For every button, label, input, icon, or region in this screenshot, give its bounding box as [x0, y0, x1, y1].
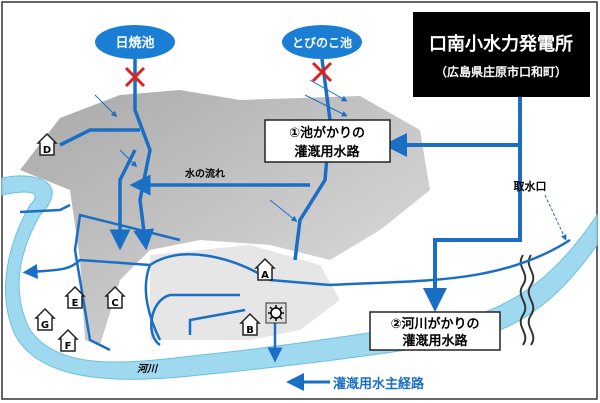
house-b: B — [239, 312, 261, 336]
intake-label: 取水口 — [514, 179, 547, 193]
river-channels — [19, 203, 571, 363]
blocked-x-icon — [124, 66, 146, 88]
intake-pointer — [544, 194, 567, 241]
generator-icon — [265, 302, 287, 324]
power-station-box — [413, 12, 590, 97]
house-d: D — [36, 132, 58, 156]
break-mark — [519, 254, 527, 346]
house-a: A — [254, 257, 276, 281]
house-label: E — [72, 298, 79, 309]
pond-channel-label: 灌漑用水路 — [294, 144, 360, 160]
river-label: 河川 — [137, 363, 159, 375]
house-label: D — [43, 145, 51, 156]
flow-hints — [94, 79, 348, 222]
house-c: C — [104, 285, 126, 309]
pond-channel-label-box — [264, 119, 391, 163]
pond-label: 日焼池 — [115, 35, 154, 51]
water-flow-label: 水の流れ — [184, 167, 225, 180]
house-label: F — [65, 341, 72, 352]
valley-floor — [150, 245, 340, 340]
house-label: G — [41, 320, 49, 331]
house-f: F — [57, 328, 79, 352]
house-g: G — [34, 307, 56, 331]
river-channel-label: 灌漑用水路 — [402, 333, 468, 349]
pond-channel-label: ①池がかりの — [289, 125, 365, 141]
main-route — [383, 97, 522, 312]
house-label: C — [111, 298, 118, 309]
house-label: B — [246, 325, 254, 336]
house-e: E — [64, 285, 86, 309]
station-title: 口南小水力発電所 — [429, 33, 573, 55]
river-channel-label-box — [369, 311, 501, 351]
house-label: A — [261, 270, 269, 281]
pond-tobinoko — [282, 25, 362, 59]
pond-hiyake — [95, 25, 175, 59]
station-location: （広島県庄原市口和町） — [435, 64, 567, 79]
pond-label: とびのこ池 — [292, 35, 352, 50]
legend-main-route: 灌漑用水主経路 — [333, 376, 425, 392]
river-channel-label: ②河川がかりの — [390, 316, 479, 332]
blocked-x-icon — [311, 61, 333, 83]
